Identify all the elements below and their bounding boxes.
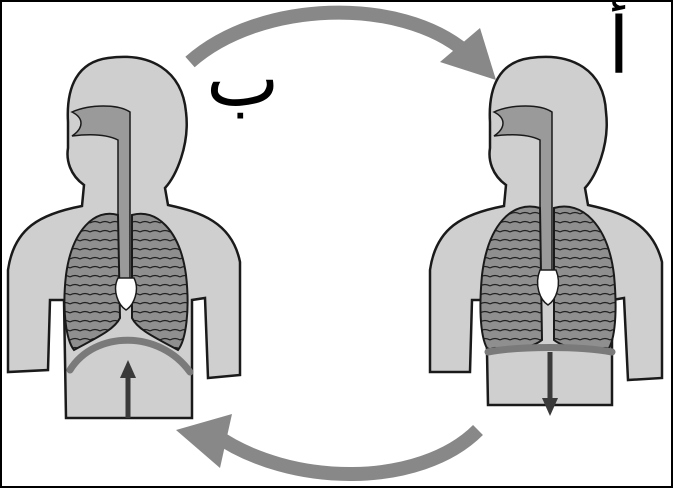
- label-b: ب: [206, 40, 279, 118]
- torso-figure-inhalation: [430, 57, 662, 416]
- label-a: أ: [608, 8, 630, 86]
- cycle-arrow-bottom: [176, 414, 478, 474]
